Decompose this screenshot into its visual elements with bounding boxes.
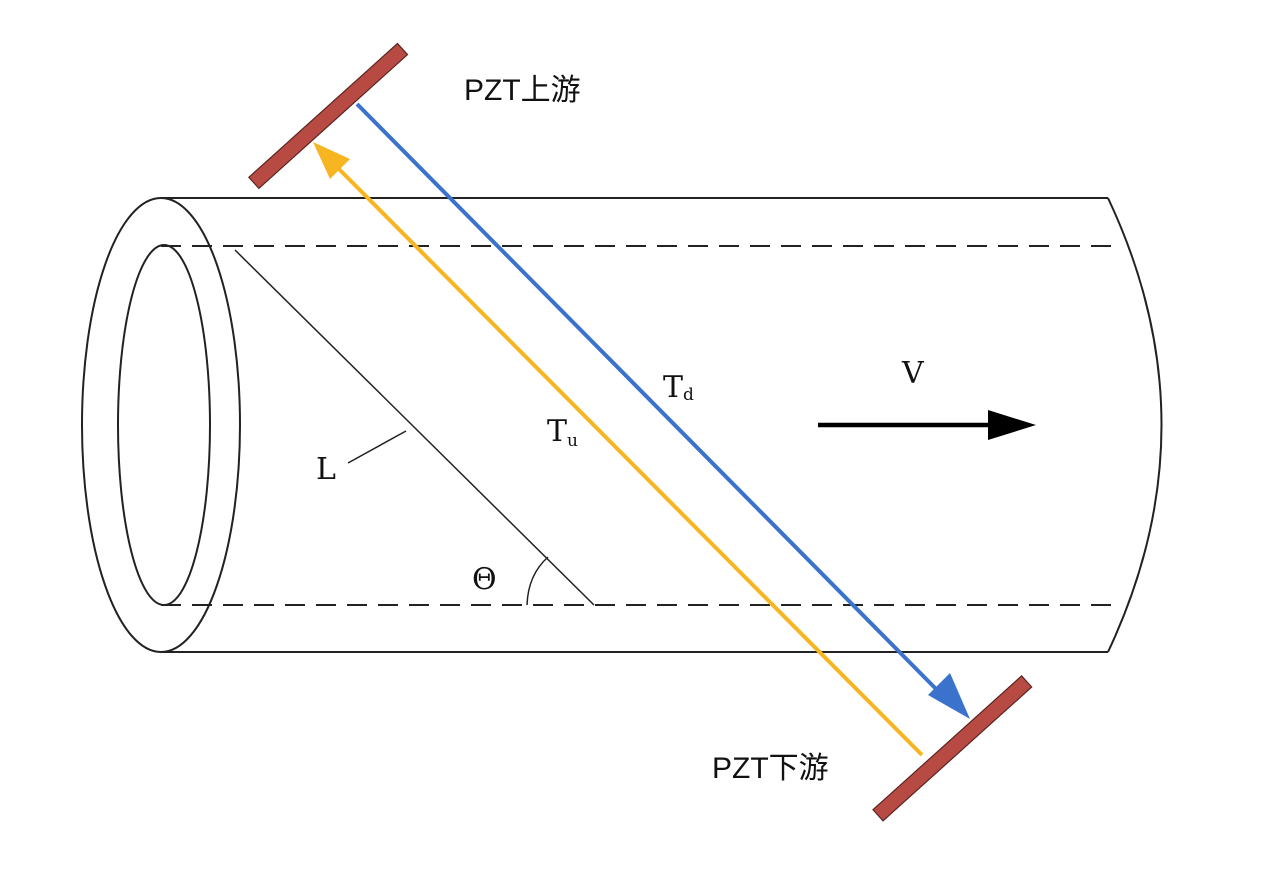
downstream-transducer (872, 675, 1033, 822)
path-length-label: L (316, 452, 336, 487)
downstream-path-arrowhead (928, 673, 970, 719)
angle-arc (526, 556, 549, 606)
downstream-time-label: Td (663, 370, 694, 405)
upstream-time-main: T (547, 414, 567, 449)
upstream-transducer (247, 42, 409, 190)
path-length-line (234, 249, 595, 606)
geometry-annotations (234, 249, 595, 606)
path-length-leader (347, 430, 407, 464)
angle-label: Θ (472, 562, 497, 597)
velocity-label: V (901, 356, 925, 391)
downstream-time-main: T (663, 370, 683, 405)
downstream-time-sub: d (683, 385, 694, 405)
upstream-time-sub: u (567, 431, 578, 451)
pipe (81, 197, 1163, 653)
upstream-path-line (328, 158, 924, 757)
upstream-path-arrowhead (313, 142, 350, 179)
pipe-inner-rim (117, 244, 211, 606)
downstream-path-line (355, 102, 945, 698)
velocity-arrowhead (988, 410, 1036, 440)
upstream-transducer-label: PZT上游 (464, 74, 581, 107)
downstream-transducer-label: PZT下游 (712, 752, 829, 785)
pipe-right-end (1107, 197, 1163, 653)
upstream-time-label: Tu (547, 414, 578, 451)
pipe-outer-rim (81, 197, 241, 653)
